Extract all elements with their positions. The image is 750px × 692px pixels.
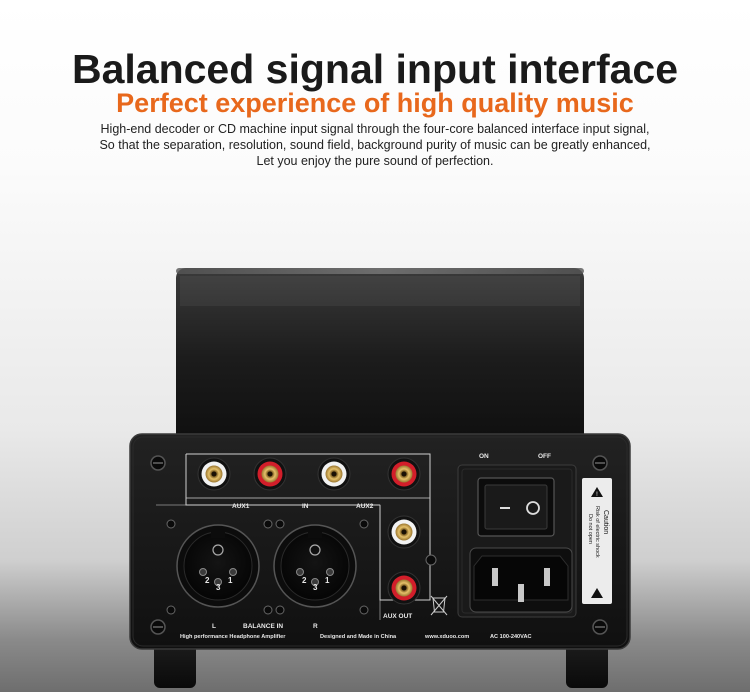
aux2-label: AUX2 bbox=[356, 503, 374, 510]
screw-icon bbox=[150, 619, 166, 635]
xlr-pin-label: 1 bbox=[325, 576, 330, 585]
xlr-pin-label: 1 bbox=[228, 576, 233, 585]
xlr-jack-right bbox=[273, 524, 357, 608]
rca-jack-auxout-red bbox=[387, 571, 421, 605]
xlr-pin-label: 2 bbox=[302, 576, 307, 585]
rear-panel: 2 3 1 2 3 1 AUX1 IN AUX2 L BALANCE IN R … bbox=[129, 433, 631, 650]
iec-power-inlet bbox=[469, 547, 573, 613]
footer-power-text: AC 100-240VAC bbox=[490, 634, 532, 640]
description-line: Let you enjoy the pure sound of perfecti… bbox=[256, 154, 494, 168]
page-subtitle: Perfect experience of high quality music bbox=[116, 88, 634, 118]
switch-on-label: ON bbox=[479, 453, 489, 460]
screw-icon bbox=[592, 455, 608, 471]
xlr-pin-label: 3 bbox=[313, 583, 318, 592]
description: High-end decoder or CD machine input sig… bbox=[0, 121, 750, 169]
warning-triangle-icon: ! bbox=[591, 487, 603, 498]
right-channel-label: R bbox=[313, 623, 318, 630]
rca-jack-aux1-red bbox=[253, 457, 287, 491]
balance-in-label: BALANCE IN bbox=[243, 623, 283, 630]
caution-title: Caution bbox=[602, 510, 609, 534]
caution-line-2: Do not open bbox=[587, 514, 593, 544]
caution-line-1: Risk of electric shock bbox=[594, 506, 600, 558]
footer-product-text: High performance Headphone Amplifier bbox=[180, 634, 286, 640]
switch-off-label: OFF bbox=[538, 453, 551, 460]
weee-bin-icon bbox=[430, 595, 448, 616]
top-housing bbox=[176, 268, 584, 448]
warning-triangle-icon bbox=[591, 588, 603, 598]
rca-jack-aux2-white bbox=[317, 457, 351, 491]
left-channel-label: L bbox=[212, 623, 216, 630]
aux1-label: AUX1 bbox=[232, 503, 250, 510]
page-title: Balanced signal input interface bbox=[71, 46, 679, 92]
screw-icon bbox=[592, 619, 608, 635]
left-foot bbox=[154, 642, 196, 688]
rca-jack-auxout-white bbox=[387, 515, 421, 549]
rca-jack-aux2-red bbox=[387, 457, 421, 491]
xlr-pin-label: 3 bbox=[216, 583, 221, 592]
aux-out-label: AUX OUT bbox=[383, 613, 412, 620]
description-line: High-end decoder or CD machine input sig… bbox=[100, 122, 650, 136]
right-foot bbox=[566, 642, 608, 688]
power-switch[interactable] bbox=[477, 477, 555, 537]
caution-label: ! Caution Risk of electric shock Do not … bbox=[582, 478, 612, 604]
svg-text:!: ! bbox=[596, 492, 598, 498]
footer-url-text: www.xduoo.com bbox=[424, 634, 469, 640]
footer-made-text: Designed and Made in China bbox=[320, 634, 397, 640]
rca-jack-aux1-white bbox=[197, 457, 231, 491]
screw-icon bbox=[150, 455, 166, 471]
in-label: IN bbox=[302, 503, 309, 510]
xlr-pin-label: 2 bbox=[205, 576, 210, 585]
description-line: So that the separation, resolution, soun… bbox=[99, 138, 651, 152]
xlr-jack-left bbox=[176, 524, 260, 608]
